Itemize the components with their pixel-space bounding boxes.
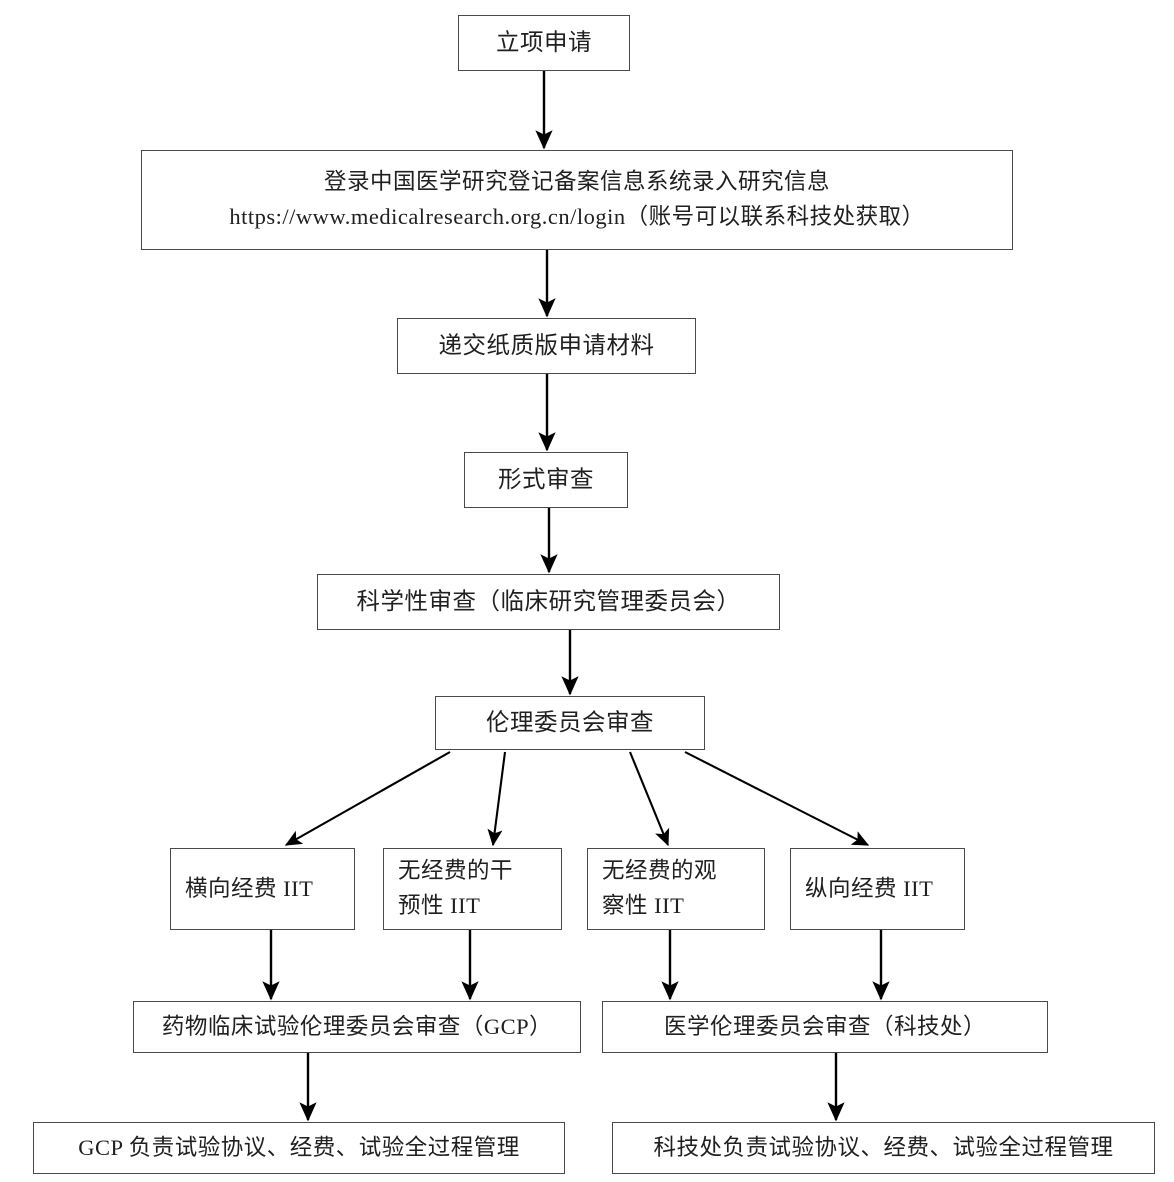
edge-ethics-to-branch4: [684, 751, 870, 846]
node-branch-horizontal-funding-iit[interactable]: 横向经费 IIT: [170, 848, 355, 930]
node-submit-paper-materials[interactable]: 递交纸质版申请材料: [397, 318, 696, 374]
node-label: 无经费的观 察性 IIT: [602, 858, 718, 918]
node-label: 立项申请: [496, 29, 592, 56]
node-formal-review[interactable]: 形式审查: [464, 452, 628, 508]
node-gcp-responsibilities[interactable]: GCP 负责试验协议、经费、试验全过程管理: [33, 1122, 565, 1174]
node-branch-vertical-funding-iit[interactable]: 纵向经费 IIT: [790, 848, 965, 930]
node-label: 科学性审查（临床研究管理委员会）: [356, 588, 741, 615]
node-label: 医学伦理委员会审查（科技处）: [663, 1013, 986, 1039]
node-label: 递交纸质版申请材料: [438, 332, 655, 359]
node-label: 伦理委员会审查: [486, 709, 654, 736]
node-ethics-committee-review[interactable]: 伦理委员会审查: [435, 696, 705, 750]
node-label: GCP 负责试验协议、经费、试验全过程管理: [78, 1134, 520, 1160]
edge-ethics-to-branch1: [284, 751, 451, 846]
node-label: 登录中国医学研究登记备案信息系统录入研究信息 https://www.medic…: [229, 169, 925, 229]
node-branch-no-funding-observational-iit[interactable]: 无经费的观 察性 IIT: [587, 848, 765, 930]
node-label: 科技处负责试验协议、经费、试验全过程管理: [653, 1134, 1114, 1160]
node-project-application[interactable]: 立项申请: [458, 15, 630, 71]
node-scientific-review[interactable]: 科学性审查（临床研究管理委员会）: [317, 574, 780, 630]
node-label: 形式审查: [498, 466, 594, 493]
edge-ethics-to-branch2: [487, 751, 507, 847]
node-medical-ethics-review[interactable]: 医学伦理委员会审查（科技处）: [602, 1001, 1048, 1053]
node-registration-system-entry[interactable]: 登录中国医学研究登记备案信息系统录入研究信息 https://www.medic…: [141, 150, 1013, 250]
node-science-dept-responsibilities[interactable]: 科技处负责试验协议、经费、试验全过程管理: [612, 1122, 1155, 1174]
node-gcp-ethics-review[interactable]: 药物临床试验伦理委员会审查（GCP）: [133, 1001, 581, 1053]
node-branch-no-funding-interventional-iit[interactable]: 无经费的干 预性 IIT: [383, 848, 562, 930]
node-label: 横向经费 IIT: [185, 875, 314, 901]
node-label: 无经费的干 预性 IIT: [398, 858, 514, 918]
node-label: 药物临床试验伦理委员会审查（GCP）: [161, 1013, 553, 1039]
node-label: 纵向经费 IIT: [805, 875, 934, 901]
edge-ethics-to-branch3: [629, 751, 670, 847]
